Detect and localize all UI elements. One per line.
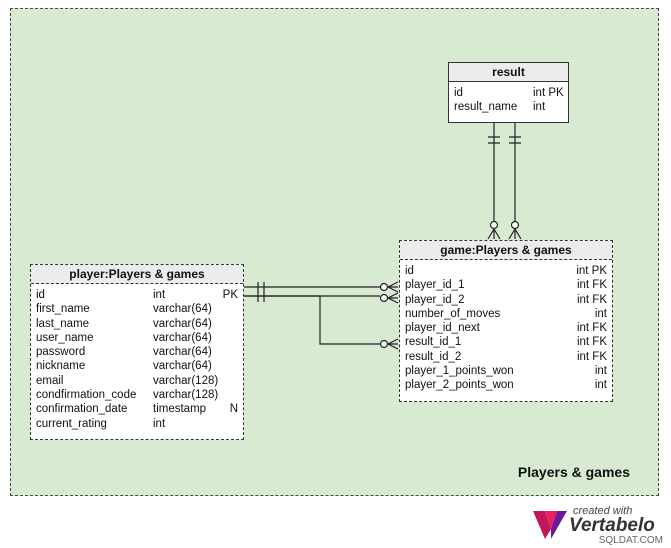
column-flag: PK <box>222 289 238 301</box>
table-row: id int PK <box>36 288 238 302</box>
column-type: varchar(64) <box>153 331 212 344</box>
column-name: confirmation_date <box>36 403 128 416</box>
table-result[interactable]: result id int PK result_name int <box>448 62 569 123</box>
table-row: first_name varchar(64) <box>36 302 238 316</box>
table-row: player_1_points_won int <box>405 364 607 378</box>
column-name: nickname <box>36 360 86 373</box>
column-name: condfirmation_code <box>36 389 137 402</box>
column-name: player_id_1 <box>405 279 465 292</box>
table-row: nickname varchar(64) <box>36 359 238 373</box>
column-type: int FK <box>576 350 607 363</box>
table-row: user_name varchar(64) <box>36 331 238 345</box>
column-type: varchar(64) <box>153 346 212 359</box>
column-name: user_name <box>36 331 94 344</box>
column-name: password <box>36 346 86 359</box>
column-type: varchar(64) <box>153 303 212 316</box>
column-type: varchar(128) <box>153 389 219 402</box>
column-type: varchar(128) <box>153 374 219 387</box>
vertabelo-logo-icon <box>533 511 567 539</box>
watermark: SQLDAT.COM <box>598 535 663 546</box>
column-name: player_1_points_won <box>405 365 514 378</box>
column-flag: N <box>229 403 238 416</box>
table-row: player_2_points_won int <box>405 378 607 392</box>
column-type: int FK <box>576 322 607 335</box>
table-row: confirmation_date timestamp N <box>36 402 238 416</box>
created-with-text: created with <box>573 505 633 517</box>
table-row: result_name int <box>454 101 546 114</box>
column-name: id <box>405 265 414 277</box>
column-type: int FK <box>576 293 607 306</box>
table-row: condfirmation_code varchar(128) <box>36 388 238 402</box>
column-type: int FK <box>576 279 607 292</box>
column-type: int <box>153 289 166 301</box>
column-name: result_id_1 <box>405 336 462 349</box>
rel-player-3 <box>244 295 380 345</box>
column-type: timestamp <box>153 403 207 416</box>
vertabelo-footer: created with Vertabelo <box>533 505 663 545</box>
column-name: last_name <box>36 317 90 330</box>
column-type: int <box>594 365 607 378</box>
column-name: number_of_moves <box>405 307 501 320</box>
area-label: Players & games <box>517 464 630 480</box>
column-type: varchar(64) <box>153 317 212 330</box>
table-row: player_id_2 int FK <box>405 293 607 307</box>
column-name: player_id_2 <box>405 293 465 306</box>
table-row: email varchar(128) <box>36 374 238 388</box>
column-type: int FK <box>576 336 607 349</box>
table-title: game:Players & games <box>400 241 612 260</box>
table-row: password varchar(64) <box>36 345 238 359</box>
column-type: int PK <box>576 265 607 277</box>
brand-name: Vertabelo <box>569 515 655 536</box>
column-name: id <box>36 289 45 301</box>
column-name: player_2_points_won <box>405 379 514 392</box>
column-name: email <box>36 374 64 387</box>
column-type: int <box>594 379 607 392</box>
table-title: player:Players & games <box>31 265 243 284</box>
table-title: result <box>449 63 568 82</box>
table-row: id int PK <box>454 87 564 99</box>
table-row: player_id_1 int FK <box>405 278 607 292</box>
column-name: player_id_next <box>405 322 480 335</box>
table-row: number_of_moves int <box>405 307 607 321</box>
table-row: current_rating int <box>36 417 238 431</box>
column-name: first_name <box>36 303 90 316</box>
column-name: result_id_2 <box>405 350 462 363</box>
table-row: result_id_1 int FK <box>405 335 607 349</box>
table-row: last_name varchar(64) <box>36 317 238 331</box>
table-row: result_id_2 int FK <box>405 350 607 364</box>
column-type: int <box>594 307 607 320</box>
table-row: player_id_next int FK <box>405 321 607 335</box>
table-row: id int PK <box>405 264 607 278</box>
column-name: current_rating <box>36 417 107 430</box>
column-type: varchar(64) <box>153 360 212 373</box>
column-type: int <box>153 417 166 430</box>
